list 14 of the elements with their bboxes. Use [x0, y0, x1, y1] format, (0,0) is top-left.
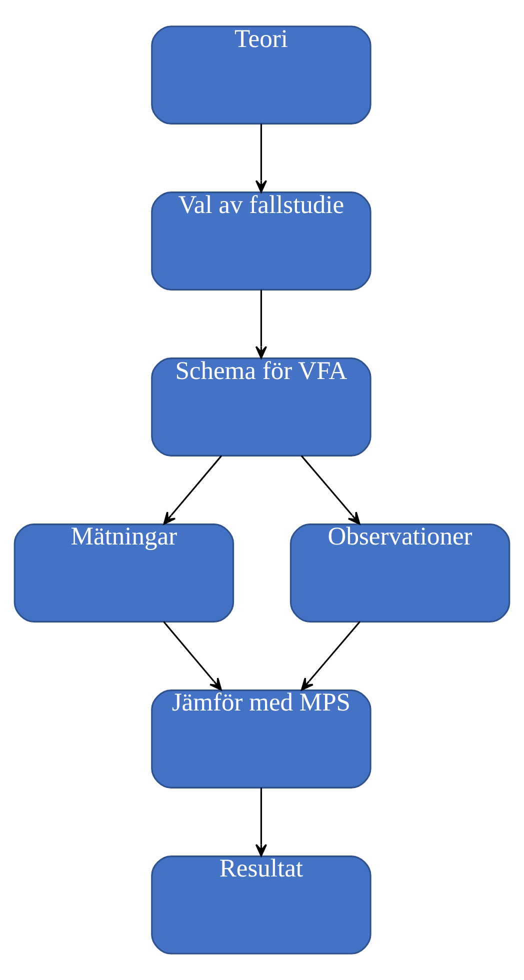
- node-box: Val av fallstudie: [151, 192, 372, 290]
- node-box: Observationer: [290, 524, 510, 622]
- arrow: [255, 124, 268, 193]
- arrow: [163, 455, 222, 525]
- arrow: [255, 290, 268, 359]
- arrow: [163, 621, 222, 691]
- arrow: [300, 621, 360, 691]
- arrow: [300, 455, 360, 525]
- node-box: Jämför med MPS: [151, 690, 372, 788]
- node-box: Schema för VFA: [151, 358, 372, 456]
- node-box: Teori: [151, 26, 372, 125]
- node-box: Mätningar: [14, 524, 234, 622]
- arrow: [255, 788, 268, 857]
- node-box: Resultat: [151, 855, 372, 954]
